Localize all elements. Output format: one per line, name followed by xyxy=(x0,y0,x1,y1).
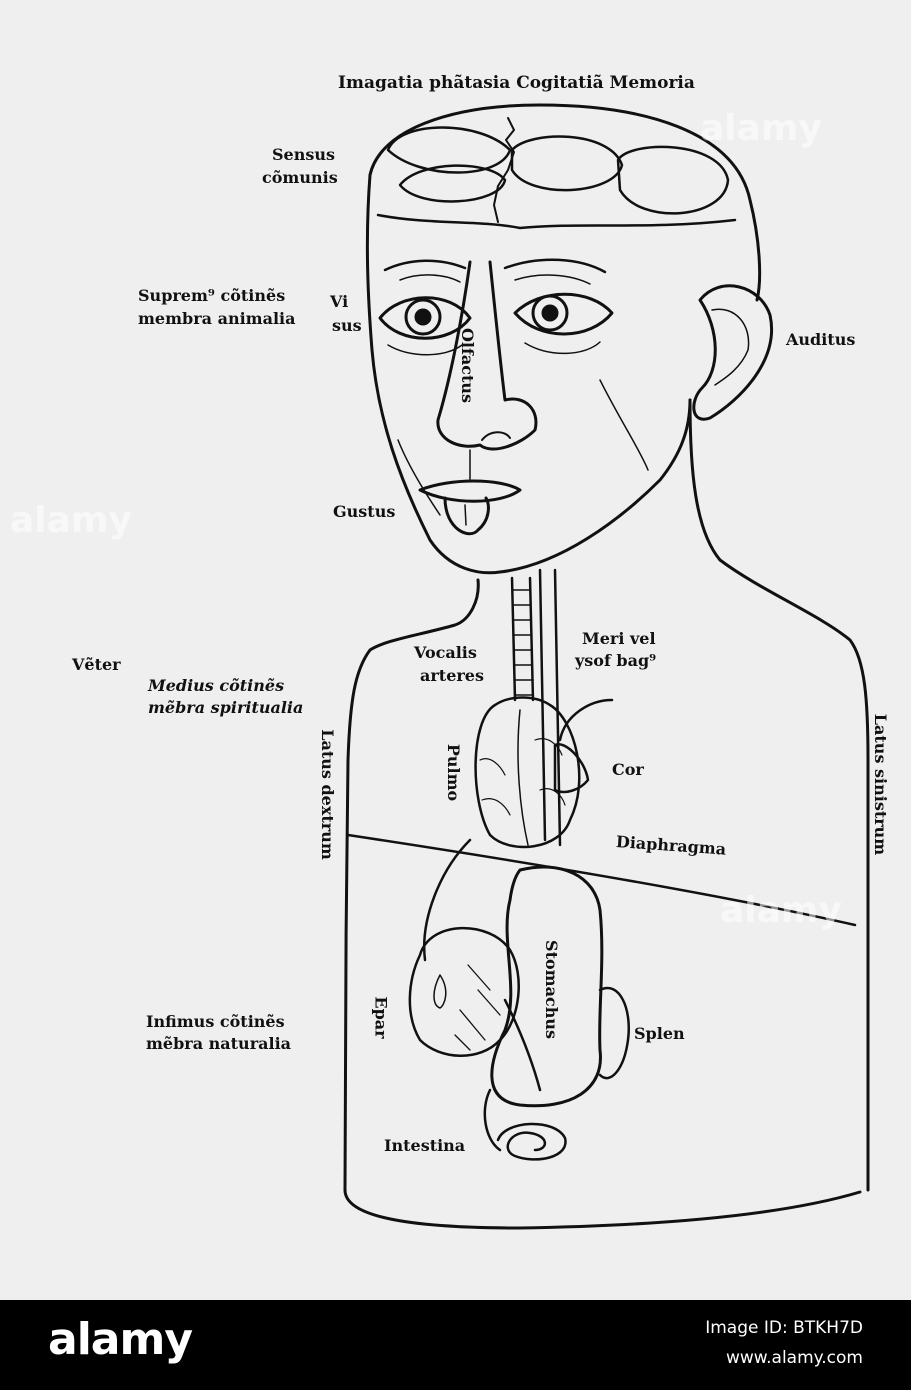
stock-footer-bar: alamy Image ID: BTKH7D www.alamy.com xyxy=(0,1300,911,1390)
sensus-label: Sensus xyxy=(272,145,336,164)
liver-vessel xyxy=(423,838,472,962)
vocalis-label-2: arteres xyxy=(420,666,484,685)
tongue xyxy=(443,496,490,536)
anatomical-woodcut-figure xyxy=(343,103,870,1230)
image-id-text: Image ID: BTKH7D xyxy=(705,1318,863,1338)
brand-logo[interactable]: alamy xyxy=(48,1314,193,1365)
pulmo-label: Pulmo xyxy=(444,743,464,802)
medius-label-2: mẽbra spiritualia xyxy=(148,698,304,717)
stomachus-label: Stomachus xyxy=(541,940,561,1039)
visus-label-2: sus xyxy=(332,316,362,335)
intestine-coil xyxy=(496,1122,567,1161)
auditus-label: Auditus xyxy=(786,330,856,349)
meri-label-1: Meri vel xyxy=(582,629,656,648)
watermark-text: alamy xyxy=(10,500,132,541)
face-left-contour xyxy=(365,173,692,575)
latus-dextrum-label: Latus dextrum xyxy=(317,729,337,860)
mouth xyxy=(418,479,522,503)
head-outline xyxy=(368,103,762,302)
vocalis-label-1: Vocalis xyxy=(414,643,477,662)
intestina-label: Intestina xyxy=(384,1136,466,1155)
venter-label: Vẽter xyxy=(72,655,121,674)
right-eyebrow xyxy=(503,258,607,274)
watermark-text: alamy xyxy=(720,890,842,931)
supremus-label-1: Suprem⁹ cõtinẽs xyxy=(138,286,286,305)
body-left xyxy=(343,758,350,1192)
epar-label: Epar xyxy=(371,996,391,1039)
heart xyxy=(553,743,590,794)
supremus-label-2: membra animalia xyxy=(138,309,296,328)
medius-label-1: Medius cõtinẽs xyxy=(148,676,285,695)
intestine-tube xyxy=(483,1088,502,1152)
brain-cell-4 xyxy=(616,145,730,215)
brain-base-line xyxy=(376,213,737,230)
meri-label-2: ysof bag⁹ xyxy=(575,651,657,670)
header-faculties-label: Imagatia phãtasia Cogitatiã Memoria xyxy=(338,73,695,93)
lungs xyxy=(474,696,581,849)
trachea xyxy=(510,576,535,702)
nose xyxy=(436,260,538,451)
body-bottom xyxy=(343,1188,862,1230)
brain-suture xyxy=(493,117,515,223)
cor-label: Cor xyxy=(612,760,644,779)
liver xyxy=(408,926,520,1057)
site-url-link[interactable]: www.alamy.com xyxy=(725,1348,863,1368)
olfactus-label: Olfactus xyxy=(458,327,478,404)
gustus-label: Gustus xyxy=(333,502,396,521)
splen-label: Splen xyxy=(634,1024,685,1043)
brain-cell-3 xyxy=(510,135,624,192)
esophagus xyxy=(538,568,562,847)
woodcut-page: Imagatia phãtasia Cogitatiã Memoria Sens… xyxy=(0,0,911,1300)
neck-right xyxy=(688,398,870,1192)
infimus-label-1: Infimus cõtinẽs xyxy=(146,1012,285,1031)
diaphragm-line xyxy=(346,833,857,927)
brain-cell-2 xyxy=(398,164,507,203)
right-eye xyxy=(513,292,614,336)
left-eye xyxy=(378,296,472,340)
ear xyxy=(692,284,773,421)
left-eyebrow xyxy=(383,259,467,272)
stomach xyxy=(490,865,604,1108)
watermark-text: alamy xyxy=(700,108,822,149)
infimus-label-2: mẽbra naturalia xyxy=(146,1034,292,1053)
visus-label-1: Vi xyxy=(330,292,349,311)
spleen xyxy=(598,986,630,1080)
latus-sinistrum-label: Latus sinistrum xyxy=(871,713,891,856)
communis-label: cõmunis xyxy=(262,168,338,187)
neck-left xyxy=(346,578,480,762)
